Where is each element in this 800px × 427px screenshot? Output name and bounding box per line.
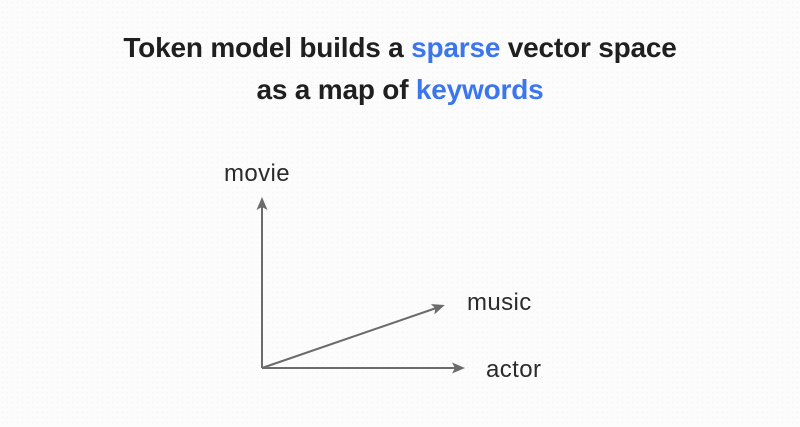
title-line-1: Token model builds a sparse vector space [0, 27, 800, 69]
axis-label-music: music [467, 289, 532, 316]
axis-arrow-music [261, 304, 445, 369]
title-text-3: as a map of [256, 74, 416, 105]
page-title: Token model builds a sparse vector space… [0, 0, 800, 111]
title-line-2: as a map of keywords [0, 69, 800, 111]
title-text-2: vector space [500, 32, 677, 63]
axis-label-actor: actor [486, 356, 541, 383]
title-highlight-keywords: keywords [415, 74, 544, 105]
axis-label-movie: movie [224, 160, 290, 187]
title-text-1: Token model builds a [123, 32, 412, 63]
title-highlight-sparse: sparse [411, 32, 501, 63]
